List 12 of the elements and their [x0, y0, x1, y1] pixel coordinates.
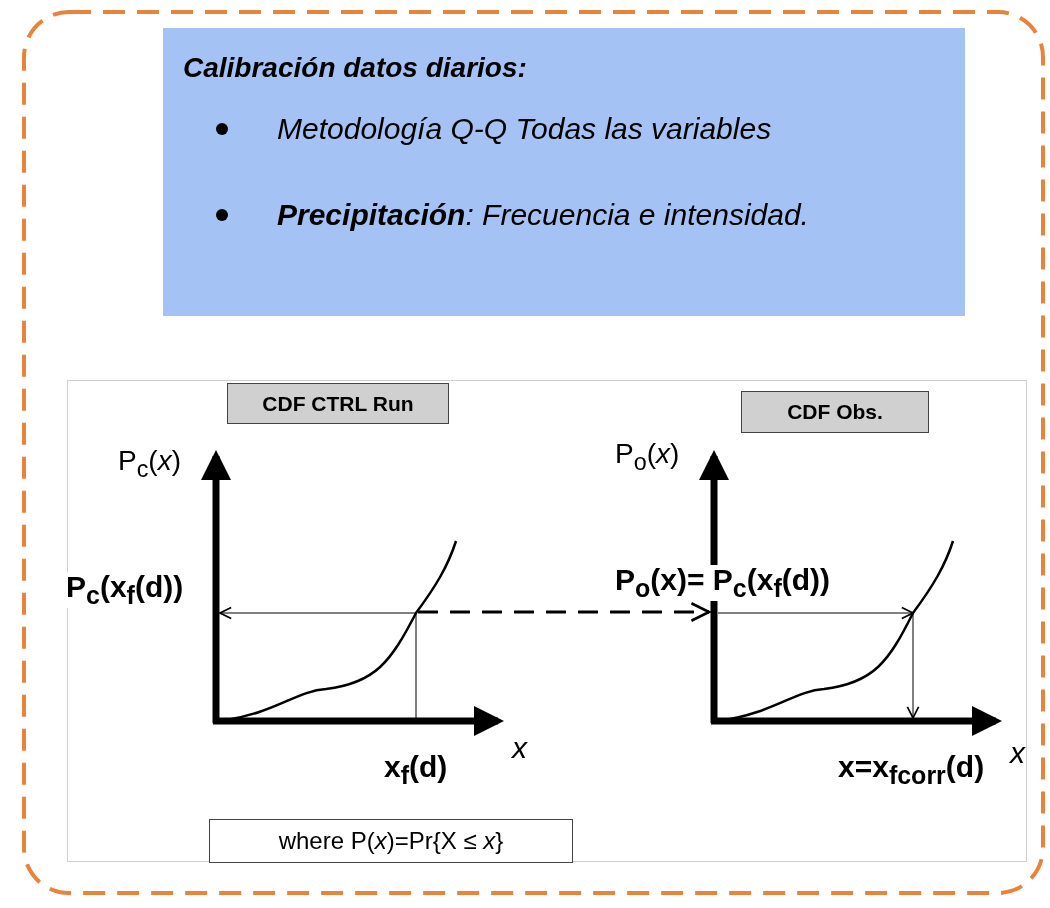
equation-label: P$_{o}$(x)= P$_{c}$(x$_{f}$(d))	[615, 565, 831, 601]
title-box: CDF CTRL Run	[227, 383, 449, 424]
bullet-item: Metodología Q-Q Todas las variables	[277, 114, 773, 144]
bullet-item: Precipitación: Frecuencia e intensidad.	[277, 200, 809, 230]
text-panel	[163, 28, 965, 316]
dashed-arrow	[418, 601, 711, 623]
panel-heading: Calibración datos diarios:	[183, 52, 527, 84]
value-label: P$_{c}$(x$_{f}$(d))	[66, 572, 184, 608]
formula-box: where P(x)=Pr{X ≤ x}	[209, 819, 573, 863]
title-box: CDF Obs.	[741, 391, 929, 433]
figure-panel	[67, 380, 1027, 862]
dashed-frame	[22, 10, 1045, 895]
